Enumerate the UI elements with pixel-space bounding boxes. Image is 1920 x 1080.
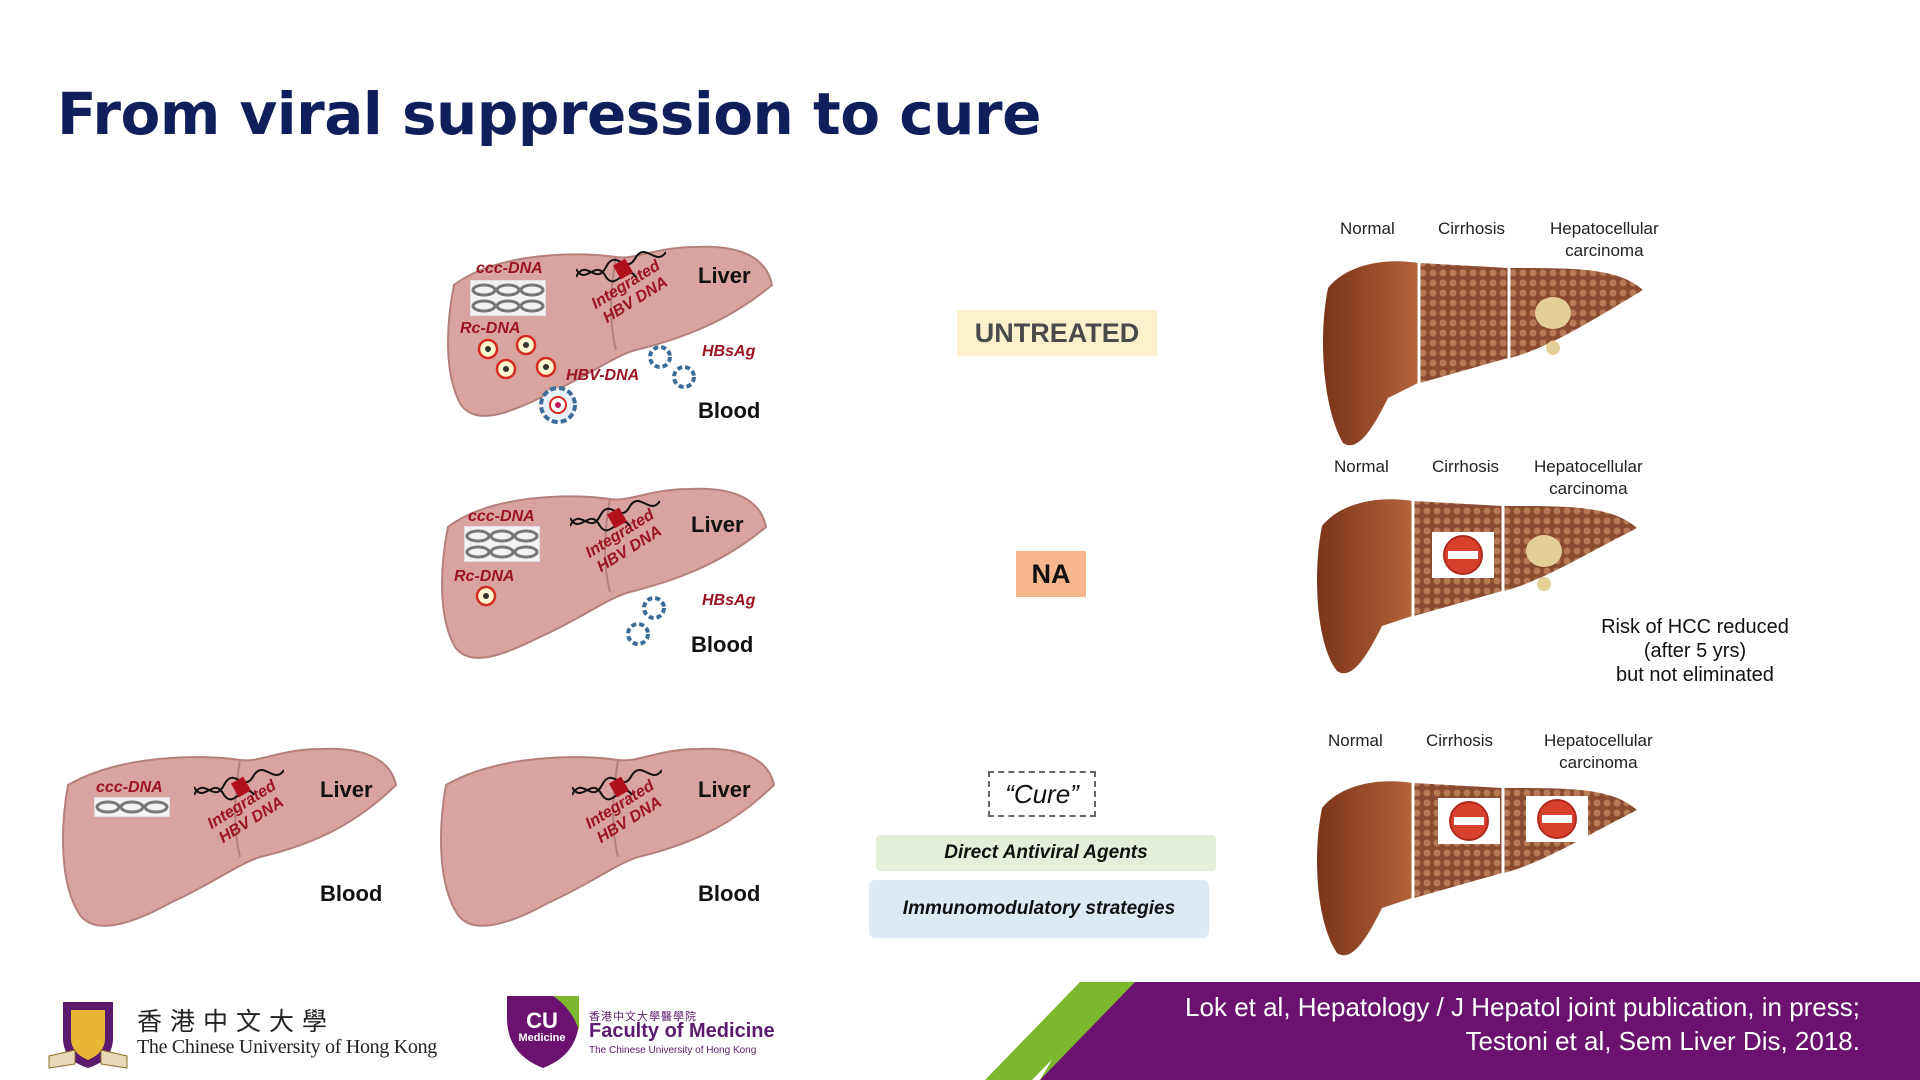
- ccc-dna-icon: [464, 526, 540, 562]
- cure-liver-diagram-ccc: ccc-DNA Integrated HBV DNA Liver Blood: [60, 745, 400, 940]
- dna-helix-icon: [576, 251, 666, 283]
- faculty-name-english: Faculty of Medicine: [589, 1020, 775, 1042]
- hcc-risk-note: Risk of HCC reduced (after 5 yrs) but no…: [1570, 615, 1820, 687]
- stage-progression-na: Normal Cirrhosis Hepatocellular carcinom…: [1312, 456, 1672, 716]
- cuhk-name-english: The Chinese University of Hong Kong: [137, 1036, 438, 1058]
- medicine-badge-text: Medicine: [518, 1032, 566, 1044]
- faculty-subtitle: The Chinese University of Hong Kong: [589, 1045, 757, 1056]
- rc-dna-label: Rc-DNA: [460, 320, 521, 337]
- ccc-dna-label: ccc-DNA: [468, 508, 535, 525]
- blood-label: Blood: [320, 881, 383, 906]
- stage-label-hcc: Hepatocellular carcinoma: [1534, 457, 1643, 498]
- dna-helix-icon: [194, 769, 284, 801]
- stage-label-cirrhosis: Cirrhosis: [1432, 457, 1500, 476]
- stage-progression-cure: Normal Cirrhosis Hepatocellular carcinom…: [1312, 730, 1672, 990]
- blood-label: Blood: [698, 881, 761, 906]
- immunomodulatory-strategies-tag: Immunomodulatory strategies: [869, 880, 1209, 938]
- hbsag-label: HBsAg: [702, 343, 756, 360]
- cu-badge-text: CU: [526, 1008, 558, 1033]
- liver-label: Liver: [691, 512, 744, 537]
- hbv-dna-label: HBV-DNA: [566, 367, 640, 384]
- risk-line-2: (after 5 yrs): [1643, 640, 1747, 662]
- stage-label-hcc: Hepatocellular carcinoma: [1544, 731, 1653, 772]
- cuhk-logo: 香港中文大學 The Chinese University of Hong Ko…: [45, 998, 438, 1070]
- rc-dna-label: Rc-DNA: [454, 568, 515, 585]
- faculty-of-medicine-logo: CU Medicine 香港中文大學醫學院 Faculty of Medicin…: [503, 990, 803, 1070]
- stage-label-hcc: Hepatocellular carcinoma: [1550, 219, 1659, 260]
- ccc-dna-icon: [94, 797, 170, 817]
- cu-medicine-badge-icon: [507, 996, 579, 1068]
- liver-stage-illustration: [1317, 780, 1637, 956]
- reference-line-2: Testoni et al, Sem Liver Dis, 2018.: [1465, 1026, 1860, 1056]
- blood-label: Blood: [698, 398, 761, 423]
- risk-line-1: Risk of HCC reduced: [1601, 616, 1789, 638]
- stop-sign-icon: [1432, 532, 1494, 578]
- cuhk-crest-icon: [48, 1002, 128, 1069]
- rc-dna-particle-icon: [475, 585, 497, 607]
- direct-antiviral-agents-tag: Direct Antiviral Agents: [876, 835, 1216, 871]
- hbsag-particles-icon: [626, 596, 666, 646]
- cure-liver-diagram-clear: Integrated HBV DNA Liver Blood: [438, 745, 778, 940]
- hbv-virion-icon: [539, 386, 577, 424]
- hbsag-particles-icon: [648, 345, 696, 389]
- page-title: From viral suppression to cure: [57, 80, 1041, 148]
- cure-tag: “Cure”: [988, 771, 1096, 817]
- footer-banner: [985, 982, 1920, 1080]
- reference-line-1: Lok et al, Hepatology / J Hepatol joint …: [1185, 992, 1860, 1022]
- liver-label: Liver: [320, 777, 373, 802]
- na-tag: NA: [1016, 551, 1086, 597]
- blood-label: Blood: [691, 632, 754, 657]
- faculty-name-chinese: 香港中文大學醫學院: [589, 1011, 697, 1023]
- stage-label-cirrhosis: Cirrhosis: [1438, 219, 1506, 238]
- ccc-dna-label: ccc-DNA: [476, 260, 543, 277]
- na-liver-diagram: ccc-DNA Integrated HBV DNA Rc-DNA HBsAg …: [430, 482, 770, 677]
- stage-label-normal: Normal: [1328, 731, 1383, 750]
- stage-label-cirrhosis: Cirrhosis: [1426, 731, 1494, 750]
- hbsag-label: HBsAg: [702, 592, 756, 609]
- stop-sign-icon: [1438, 798, 1500, 844]
- liver-shape: [440, 747, 776, 927]
- dna-helix-icon: [570, 500, 660, 532]
- stop-sign-icon: [1526, 796, 1588, 842]
- untreated-liver-diagram: ccc-DNA Integrated HBV DNA Rc-DNA HBV-DN…: [436, 235, 776, 430]
- ccc-dna-label: ccc-DNA: [96, 779, 163, 796]
- dna-helix-icon: [572, 769, 662, 801]
- liver-label: Liver: [698, 777, 751, 802]
- risk-line-3: but not eliminated: [1616, 664, 1774, 686]
- stage-progression-untreated: Normal Cirrhosis Hepatocellular carcinom…: [1318, 218, 1678, 478]
- cuhk-name-chinese: 香港中文大學: [137, 1007, 336, 1036]
- liver-label: Liver: [698, 263, 751, 288]
- ccc-dna-icon: [470, 280, 546, 316]
- untreated-tag: UNTREATED: [957, 310, 1157, 356]
- liver-stage-illustration: [1323, 260, 1643, 446]
- stage-label-normal: Normal: [1334, 457, 1389, 476]
- stage-label-normal: Normal: [1340, 219, 1395, 238]
- liver-shape: [62, 747, 398, 927]
- rc-dna-particles-icon: [477, 335, 557, 380]
